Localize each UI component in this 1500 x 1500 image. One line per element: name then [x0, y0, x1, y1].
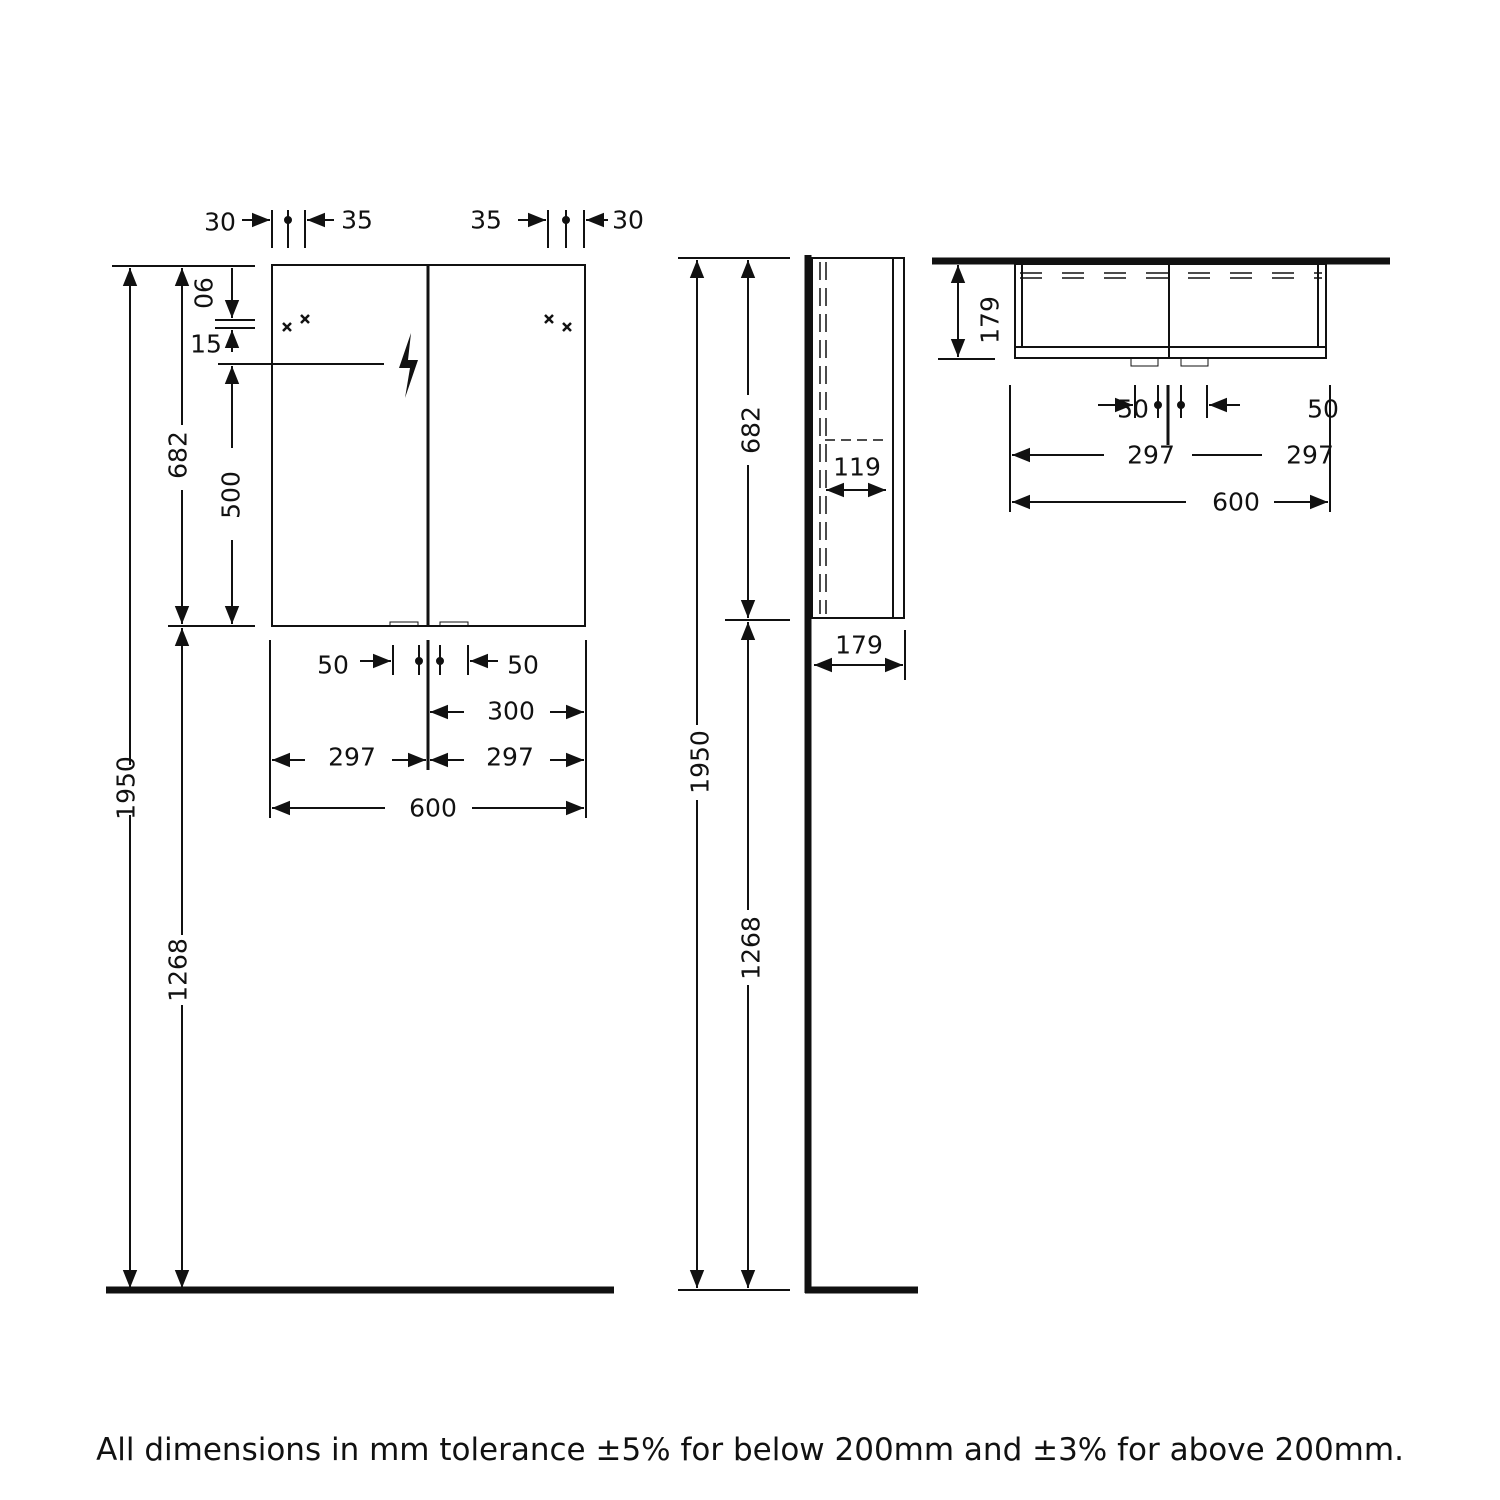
dim-socket-height: 500: [217, 471, 246, 519]
dim-total-width: 600: [409, 794, 457, 823]
dim-handle-left: 50: [317, 651, 349, 680]
dim-total-height: 1950: [112, 756, 141, 820]
top-dim-handle-left: 50: [1117, 395, 1149, 424]
dim-handle-right: 50: [507, 651, 539, 680]
dim-floor-clearance: 1268: [164, 938, 193, 1002]
top-dim-total-width: 600: [1212, 488, 1260, 517]
side-dim-total-height: 1950: [686, 730, 715, 794]
dim-cabinet-height: 682: [164, 431, 193, 479]
top-dim-door-left-width: 297: [1127, 441, 1175, 470]
dim-hinge-left-offset: 35: [341, 206, 373, 235]
side-dim-cabinet-height: 682: [737, 406, 766, 454]
top-view: [932, 257, 1390, 512]
hinge-hole-marks: [282, 314, 572, 332]
dim-top-to-hole: 90: [189, 277, 218, 309]
dim-hinge-right-offset: 35: [470, 206, 502, 235]
electrical-bolt-icon: [399, 333, 418, 398]
side-view: [678, 255, 918, 1294]
side-dim-inner-depth: 119: [833, 453, 881, 482]
side-dim-floor-clearance: 1268: [737, 916, 766, 980]
top-dim-depth: 179: [976, 296, 1005, 344]
front-view: [106, 210, 614, 1294]
dim-half-width: 300: [487, 697, 535, 726]
dim-door-right-width: 297: [486, 743, 534, 772]
dim-hinge-left-edge: 30: [204, 208, 236, 237]
dim-door-left-width: 297: [328, 743, 376, 772]
tolerance-note: All dimensions in mm tolerance ±5% for b…: [96, 1432, 1404, 1468]
dim-hinge-right-edge: 30: [612, 206, 644, 235]
top-dim-handle-right: 50: [1307, 395, 1339, 424]
dim-hole-spacing: 15: [190, 330, 222, 359]
top-dim-door-right-width: 297: [1286, 441, 1334, 470]
side-dim-depth: 179: [835, 631, 883, 660]
